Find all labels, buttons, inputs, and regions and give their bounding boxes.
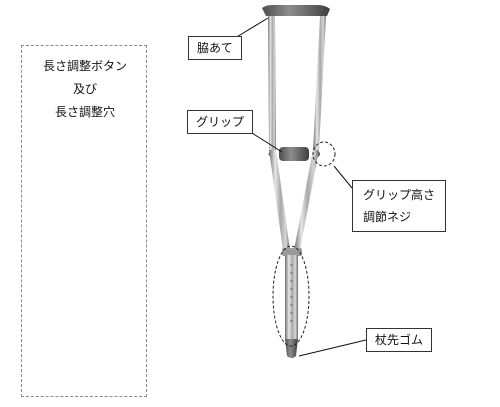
callout-rubber-tip-text: 杖先ゴム: [375, 333, 424, 347]
armpad: [262, 5, 330, 16]
right-upper-rail: [313, 16, 326, 150]
callout-rubber-tip: 杖先ゴム: [366, 328, 433, 352]
callout-armpad-text: 脇あて: [197, 41, 233, 55]
rubber-tip: [285, 339, 298, 358]
grip-screw-highlight: [312, 141, 336, 167]
grip: [279, 147, 309, 161]
leader-lines: [234, 17, 367, 357]
left-upper-rail: [268, 16, 276, 150]
callout-grip-height-line1: グリップ高さ: [363, 188, 436, 202]
callout-grip-text: グリップ: [196, 115, 245, 129]
detail-caption-line1: 長さ調整ボタン: [42, 59, 127, 73]
detail-caption-line3: 長さ調整穴: [54, 105, 115, 119]
callout-grip: グリップ: [187, 110, 254, 134]
left-lower-rail: [269, 150, 290, 250]
detail-caption-line2: 及び: [72, 82, 97, 96]
crutch: [262, 5, 330, 358]
adjust-section-highlight: [272, 245, 310, 347]
callout-grip-height-screw: グリップ高さ 調節ネジ: [352, 180, 447, 232]
detail-panel: 長さ調整ボタン 及び 長さ調整穴: [21, 45, 147, 397]
callout-armpad: 脇あて: [188, 36, 242, 60]
right-lower-rail: [294, 150, 319, 250]
callout-grip-height-line2: 調節ネジ: [363, 210, 412, 224]
